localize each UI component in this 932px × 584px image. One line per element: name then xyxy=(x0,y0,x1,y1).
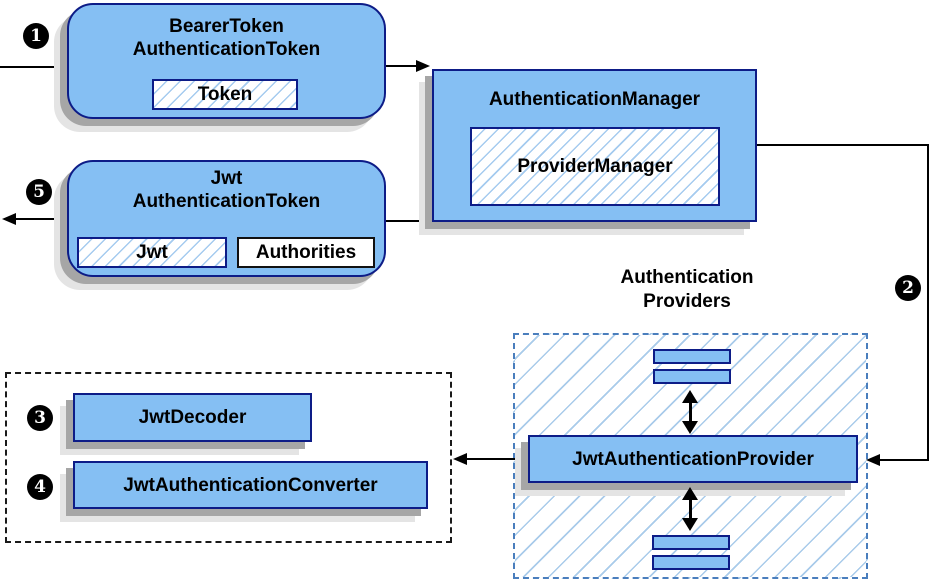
arrowhead-up-icon xyxy=(682,390,698,403)
node-title: JwtAuthenticationProvider xyxy=(572,448,814,470)
step-badge-4: 4 xyxy=(27,474,53,500)
step-number: 5 xyxy=(33,182,45,202)
step-badge-1: 1 xyxy=(23,23,49,49)
node-authentication-manager: AuthenticationManager ProviderManager xyxy=(432,69,757,222)
step-badge-3: 3 xyxy=(27,405,53,431)
node-jwt-authentication-converter: JwtAuthenticationConverter xyxy=(73,461,428,509)
chip-authorities-label: Authorities xyxy=(255,241,357,263)
arrow-stem xyxy=(688,497,692,521)
provider-slot-bar xyxy=(652,555,730,570)
node-title: JwtAuthenticationConverter xyxy=(123,474,378,496)
double-arrow-icon xyxy=(682,487,698,531)
connector-provider-to-converter-line xyxy=(461,458,528,460)
node-title: JwtDecoder xyxy=(138,407,247,428)
connector-step5-line xyxy=(8,218,68,220)
authentication-providers-label: Authentication Providers xyxy=(567,266,807,314)
providers-label-line2: Providers xyxy=(643,291,731,312)
connector-step1-line xyxy=(0,66,64,68)
connector-step2-vertical-line xyxy=(927,144,929,461)
step-number: 2 xyxy=(902,278,914,298)
node-jwt-authentication-token: Jwt AuthenticationToken Jwt Authorities xyxy=(67,160,386,277)
node-bearer-token-authentication-token: BearerToken AuthenticationToken Token xyxy=(67,3,386,119)
double-arrow-icon xyxy=(682,390,698,434)
chip-provider-manager-label: ProviderManager xyxy=(517,155,673,177)
chip-token-label: Token xyxy=(197,83,253,105)
step-badge-5: 5 xyxy=(26,179,52,205)
arrowhead-left-icon xyxy=(2,213,16,225)
chip-jwt-label: Jwt xyxy=(136,241,168,263)
provider-slot-bar xyxy=(653,349,731,364)
chip-provider-manager: ProviderManager xyxy=(470,127,720,206)
node-title: BearerToken AuthenticationToken xyxy=(69,5,384,61)
chip-jwt: Jwt xyxy=(77,237,227,268)
connector-step2-top-line xyxy=(757,144,929,146)
node-title-line2: AuthenticationToken xyxy=(132,39,321,60)
chip-token: Token xyxy=(152,79,298,110)
arrowhead-right-icon xyxy=(416,60,430,72)
arrowhead-left-icon xyxy=(453,453,467,465)
arrowhead-left-icon xyxy=(866,454,880,466)
provider-slot-bar xyxy=(653,369,731,384)
step-number: 1 xyxy=(30,26,42,46)
connector-manager-to-jwttoken-line xyxy=(386,220,432,222)
arrowhead-down-icon xyxy=(682,421,698,434)
node-title: AuthenticationManager xyxy=(488,89,701,110)
step-number: 4 xyxy=(34,477,46,497)
connector-step2-bottom-line xyxy=(878,459,929,461)
node-title-line2: AuthenticationToken xyxy=(132,191,321,212)
chip-authorities: Authorities xyxy=(237,237,375,268)
connector-bearer-to-manager-line xyxy=(386,65,417,67)
step-number: 3 xyxy=(34,408,46,428)
node-title: Jwt AuthenticationToken xyxy=(69,162,384,213)
node-title-line1: BearerToken xyxy=(169,16,284,37)
node-title-line1: Jwt xyxy=(210,168,243,189)
step-badge-2: 2 xyxy=(895,275,921,301)
node-jwt-authentication-provider: JwtAuthenticationProvider xyxy=(528,435,858,483)
provider-slot-bar xyxy=(652,535,730,550)
node-jwt-decoder: JwtDecoder xyxy=(73,393,312,442)
arrow-stem xyxy=(688,400,692,424)
arrowhead-down-icon xyxy=(682,518,698,531)
providers-label-line1: Authentication xyxy=(620,267,754,288)
arrowhead-up-icon xyxy=(682,487,698,500)
